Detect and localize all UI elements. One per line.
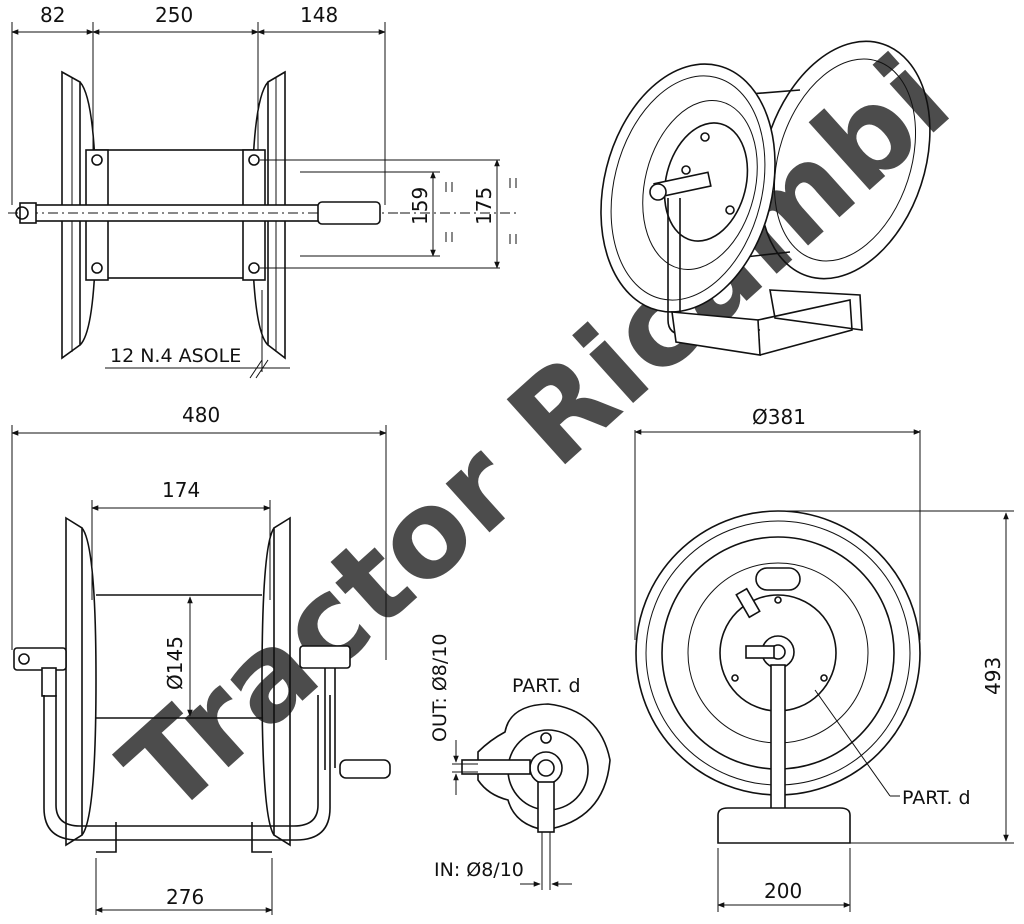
front-view: 480 174 Ø145 276 xyxy=(11,403,391,915)
dim-145-dia: Ø145 xyxy=(163,636,187,690)
slots-label: 12 N.4 ASOLE xyxy=(110,345,241,367)
out-label: OUT: Ø8/10 xyxy=(429,634,451,742)
dim-82: 82 xyxy=(40,3,65,27)
in-label: IN: Ø8/10 xyxy=(434,859,524,881)
side-view: Ø381 493 200 PART. d xyxy=(634,405,1014,912)
callout-part-d: PART. d xyxy=(902,787,971,809)
isometric-view xyxy=(600,40,931,356)
dim-148: 148 xyxy=(300,3,338,27)
dim-493: 493 xyxy=(981,657,1005,695)
dim-174: 174 xyxy=(162,478,200,502)
detail-view: PART. d OUT: Ø8/10 IN: Ø8/10 xyxy=(429,634,611,890)
detail-title: PART. d xyxy=(512,675,581,697)
dim-175: 175 xyxy=(472,187,496,225)
dim-250: 250 xyxy=(155,3,193,27)
dim-381-dia: Ø381 xyxy=(752,405,806,429)
dim-276: 276 xyxy=(166,885,204,909)
dim-200: 200 xyxy=(764,879,802,903)
top-view: 82 250 148 159 175 xyxy=(8,3,520,379)
dim-480: 480 xyxy=(182,403,220,427)
dim-159: 159 xyxy=(408,187,432,225)
